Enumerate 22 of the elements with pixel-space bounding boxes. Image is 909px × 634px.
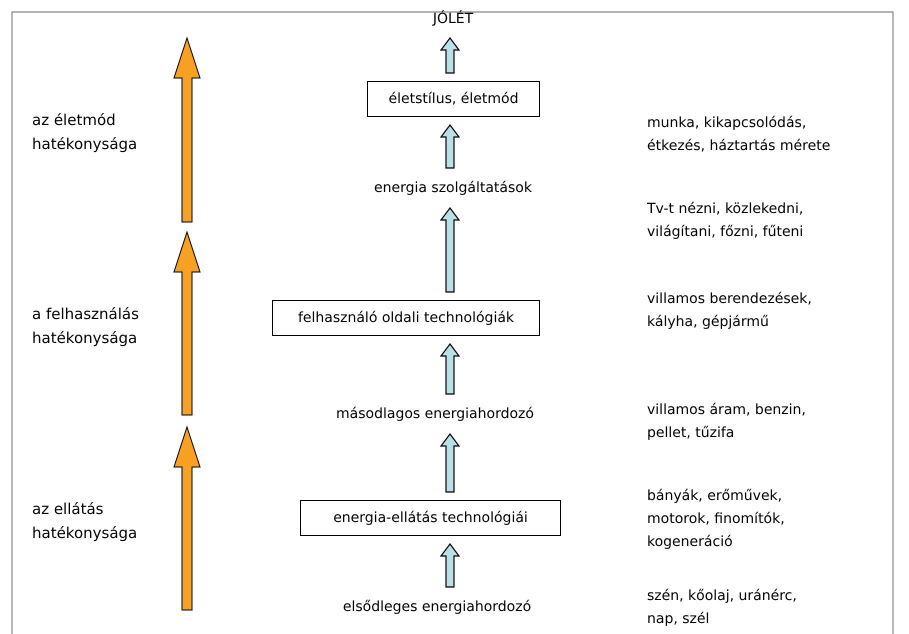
arrow (440, 343, 460, 395)
arrow (440, 543, 460, 588)
example-text: szén, kőolaj, uránérc, nap, szél (647, 587, 798, 629)
efficiency-label: az ellátás hatékonysága (32, 499, 138, 544)
stage-label: elsődleges energiahordozó (300, 595, 574, 619)
efficiency-label: a felhasználás hatékonysága (32, 304, 140, 349)
stage-box: energia-ellátás technológiái (300, 500, 561, 536)
example-text: bányák, erőművek, motorok, finomítók, kogeneráció (647, 487, 786, 552)
example-text: villamos áram, benzin, pellet, tűzifa (647, 401, 807, 443)
example-text: munka, kikapcsolódás, étkezés, háztartás mérete (647, 114, 832, 156)
stage-box: életstílus, életmód (367, 81, 540, 117)
efficiency-label: az életmód hatékonysága (32, 110, 138, 155)
arrow (440, 124, 460, 169)
stage-label: energia szolgáltatások (340, 176, 566, 200)
arrow (440, 207, 460, 293)
stage-label: másodlagos energiahordozó (300, 402, 570, 426)
stage-label: JÓLÉT (400, 8, 506, 30)
arrow (440, 37, 460, 74)
arrow (440, 433, 460, 493)
example-text: Tv-t nézni, közlekedni, világítani, főzni, fűteni (647, 200, 804, 242)
stage-box: felhasználó oldali technológiák (272, 300, 540, 336)
example-text: villamos berendezések, kályha, gépjármű (647, 290, 813, 332)
